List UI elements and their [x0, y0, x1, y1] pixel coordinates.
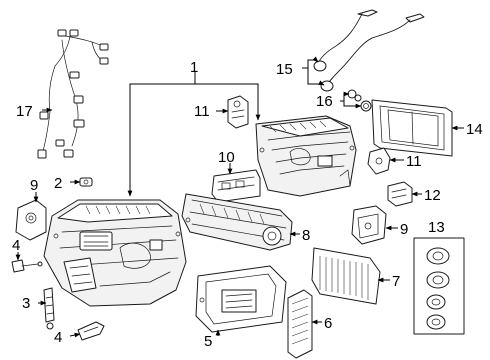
filter-element-7 [311, 247, 381, 305]
callout-17: 17 [16, 103, 33, 120]
actuator-9-right [351, 205, 387, 245]
bracket-11-right [367, 147, 391, 175]
mount-9-left [15, 199, 47, 241]
callout-4-lower: 4 [54, 329, 62, 346]
filter-frame-14 [371, 99, 453, 157]
callout-9-left: 9 [30, 177, 38, 194]
door-assembly-8 [181, 193, 293, 251]
bracket-10 [211, 169, 261, 203]
callout-7: 7 [392, 273, 400, 290]
callout-9-right: 9 [400, 221, 408, 238]
gasket-set-13 [413, 237, 465, 335]
callout-15: 15 [276, 61, 293, 78]
frame-5 [195, 265, 287, 333]
callout-4-upper: 4 [12, 237, 20, 254]
sensor-4-lower [77, 321, 105, 341]
callout-13: 13 [428, 219, 445, 236]
callout-2: 2 [54, 175, 62, 192]
callout-3: 3 [22, 295, 30, 312]
actuator-12 [387, 181, 413, 207]
callout-labels: 1 2 3 4 4 5 6 7 8 9 9 10 11 11 12 13 14 … [12, 59, 483, 350]
hose-pipes-15 [313, 9, 425, 92]
callout-11-right: 11 [406, 153, 422, 170]
callout-8: 8 [302, 227, 310, 244]
clip-2 [79, 177, 93, 187]
callout-6: 6 [324, 315, 332, 332]
callout-14: 14 [466, 121, 483, 138]
leader-lines [15, 56, 464, 338]
callout-12: 12 [424, 187, 441, 204]
callout-10: 10 [218, 149, 235, 166]
bracket-11-top [227, 95, 249, 129]
rod-3 [43, 287, 55, 330]
callout-11-top: 11 [194, 103, 210, 120]
callout-5: 5 [204, 333, 212, 350]
callout-16: 16 [316, 93, 333, 110]
fittings-16 [347, 89, 372, 112]
sensor-4-upper [11, 259, 43, 273]
upper-housing-1 [255, 115, 357, 197]
wiring-harness-17 [37, 29, 109, 159]
door-6 [287, 289, 313, 359]
lower-housing-1 [43, 199, 187, 307]
callout-1: 1 [190, 59, 198, 76]
